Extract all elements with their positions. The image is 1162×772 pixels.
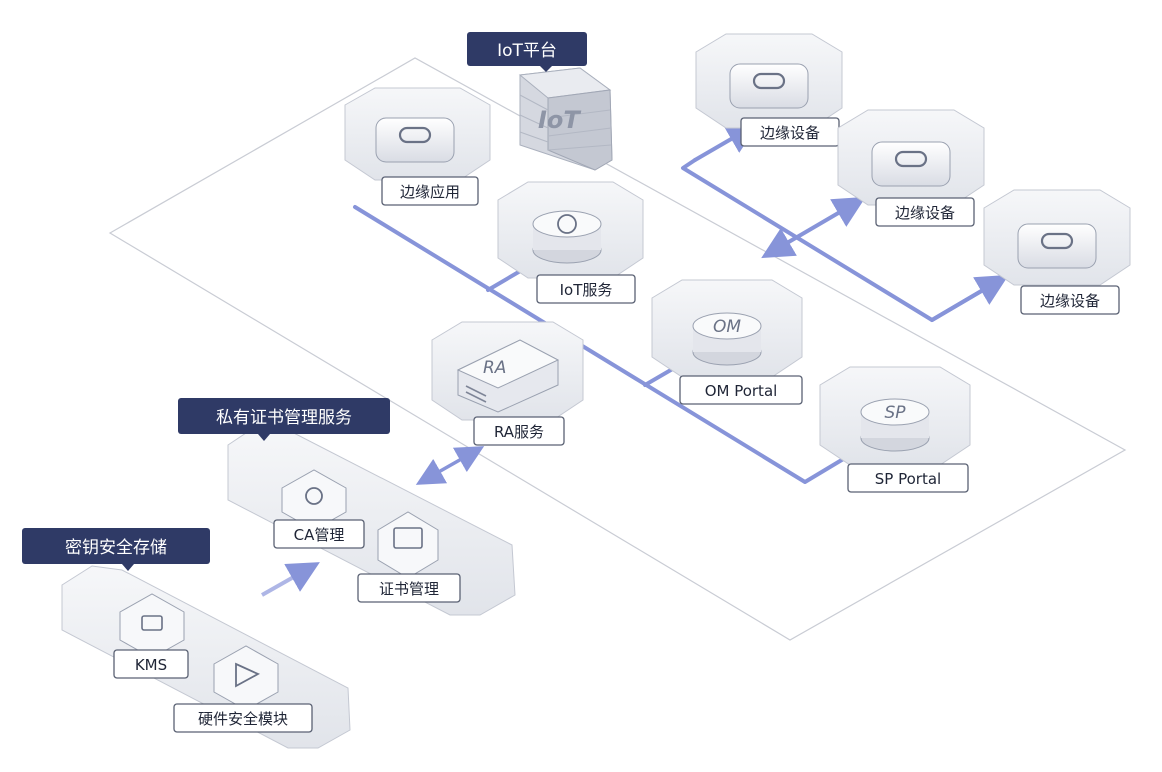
kms-to-cert-arrow <box>261 562 320 597</box>
network-hub-icon <box>557 214 577 234</box>
node-edge-device-1[interactable]: 边缘设备 <box>695 33 843 147</box>
private-cert-title: 私有证书管理服务 <box>216 408 352 428</box>
node-ca-mgmt[interactable]: CA管理 <box>273 469 365 549</box>
sp-glyph: SP <box>884 403 906 423</box>
node-om-portal[interactable]: OM OM Portal <box>651 279 803 405</box>
iot-service-branch <box>486 268 524 292</box>
edge-device-2-label: 边缘设备 <box>895 204 955 222</box>
om-portal-label: OM Portal <box>705 382 778 400</box>
ra-service-label: RA服务 <box>494 423 544 441</box>
device-slot-icon <box>894 150 928 168</box>
cert-mgmt-label: 证书管理 <box>379 580 439 598</box>
kms-label: KMS <box>135 656 167 674</box>
iot-platform-title-text: IoT平台 <box>497 41 557 61</box>
private-cert-group: CA管理 证书管理 私有证书管理服务 <box>178 398 516 616</box>
device-slot-icon <box>752 72 786 90</box>
certificate-icon <box>393 527 423 549</box>
wrench-icon <box>305 487 323 505</box>
key-storage-title: 密钥安全存储 <box>65 538 167 558</box>
node-ra-service[interactable]: RA RA服务 <box>431 321 584 446</box>
lock-icon <box>141 615 163 631</box>
edge-arrow-1 <box>693 122 759 162</box>
server-lines-icon <box>465 385 487 403</box>
edge-device-1-label: 边缘设备 <box>760 124 820 142</box>
node-kms[interactable]: KMS <box>113 593 189 679</box>
ra-cert-arrow <box>415 446 485 485</box>
edge-arrow-3 <box>930 274 1009 322</box>
node-cert-mgmt[interactable]: 证书管理 <box>357 511 461 603</box>
node-edge-app[interactable]: 边缘应用 <box>344 87 491 206</box>
node-edge-device-2[interactable]: 边缘设备 <box>837 109 985 227</box>
iot-platform-title: IoT平台 <box>467 32 587 72</box>
edge-arrow-2 <box>761 196 866 259</box>
device-slot-icon <box>398 126 432 144</box>
ra-glyph: RA <box>483 358 506 378</box>
firewall-text: IoT <box>538 106 581 134</box>
platform-outline <box>108 57 1127 641</box>
node-hsm[interactable]: 硬件安全模块 <box>173 645 313 733</box>
connection-lines <box>353 122 1009 485</box>
device-slot-icon <box>1040 232 1074 250</box>
node-iot-service[interactable]: IoT服务 <box>497 181 644 304</box>
play-shield-icon <box>235 662 261 688</box>
main-bus-line <box>353 205 852 484</box>
edge-app-label: 边缘应用 <box>400 183 460 201</box>
edge-device-3-label: 边缘设备 <box>1040 292 1100 310</box>
node-edge-device-3[interactable]: 边缘设备 <box>983 189 1131 315</box>
iot-service-label: IoT服务 <box>560 281 613 299</box>
hsm-label: 硬件安全模块 <box>198 710 288 728</box>
key-storage-group: KMS 硬件安全模块 密钥安全存储 <box>22 528 351 749</box>
sp-portal-label: SP Portal <box>875 470 941 488</box>
node-sp-portal[interactable]: SP SP Portal <box>819 366 971 493</box>
om-glyph: OM <box>713 317 741 337</box>
ca-mgmt-label: CA管理 <box>294 526 345 544</box>
firewall: IoT <box>518 67 613 171</box>
